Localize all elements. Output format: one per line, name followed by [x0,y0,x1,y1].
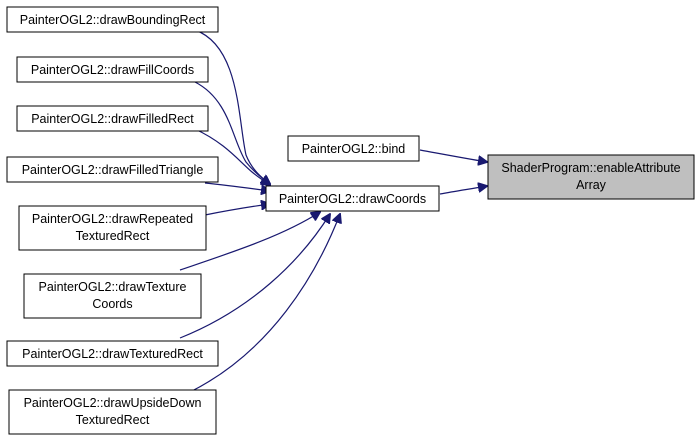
node-drawTextureCoords[interactable]: PainterOGL2::drawTexture Coords [23,273,202,319]
edge-drawTexturedRect-drawCoords [179,214,330,339]
node-label-line-2: Coords [92,297,132,311]
node-drawTexturedRect[interactable]: PainterOGL2::drawTexturedRect [6,340,219,367]
node-label-line-1: PainterOGL2::drawUpsideDown [24,396,202,410]
node-drawUpsideDownTexturedRect[interactable]: PainterOGL2::drawUpsideDown TexturedRect [8,389,217,435]
node-drawCoords[interactable]: PainterOGL2::drawCoords [265,185,440,212]
edge-bind-enableAttributeArray [419,149,487,162]
node-label: PainterOGL2::drawBoundingRect [20,13,206,27]
node-label-line-1: ShaderProgram::enableAttribute [501,161,680,175]
nodes: PainterOGL2::drawBoundingRect PainterOGL… [6,6,695,435]
node-label: PainterOGL2::drawFilledRect [31,112,194,126]
edge-drawTextureCoords-drawCoords [179,212,320,271]
node-label-line-2: TexturedRect [76,229,150,243]
edge-drawCoords-enableAttributeArray [439,186,487,195]
node-drawFilledTriangle[interactable]: PainterOGL2::drawFilledTriangle [6,156,219,183]
node-box [23,273,202,319]
node-label: PainterOGL2::drawFilledTriangle [22,163,204,177]
node-box [16,56,209,83]
node-box [6,340,219,367]
node-box [287,135,420,162]
node-drawBoundingRect[interactable]: PainterOGL2::drawBoundingRect [6,6,219,33]
node-drawFillCoords[interactable]: PainterOGL2::drawFillCoords [16,56,209,83]
node-box [6,6,219,33]
node-label-line-2: Array [576,178,607,192]
node-label-line-1: PainterOGL2::drawRepeated [32,212,193,226]
node-box-highlighted [487,154,695,200]
node-label: PainterOGL2::drawCoords [279,192,426,206]
node-drawRepeatedTexturedRect[interactable]: PainterOGL2::drawRepeated TexturedRect [18,205,207,251]
node-box [265,185,440,212]
edges [179,29,487,393]
node-label-line-1: PainterOGL2::drawTexture [39,280,187,294]
node-enableAttributeArray[interactable]: ShaderProgram::enableAttribute Array [487,154,695,200]
node-box [16,105,209,132]
node-label-line-2: TexturedRect [76,413,150,427]
edge-drawFilledRect-drawCoords [194,128,270,185]
node-drawFilledRect[interactable]: PainterOGL2::drawFilledRect [16,105,209,132]
node-box [18,205,207,251]
edge-drawFilledTriangle-drawCoords [204,182,270,191]
node-bind[interactable]: PainterOGL2::bind [287,135,420,162]
node-label: PainterOGL2::drawTexturedRect [22,347,203,361]
node-box [8,389,217,435]
node-box [6,156,219,183]
node-label: PainterOGL2::drawFillCoords [31,63,194,77]
edge-drawRepeatedTexturedRect-drawCoords [204,204,270,216]
edge-drawUpsideDownTexturedRect-drawCoords [189,214,340,393]
node-label: PainterOGL2::bind [302,142,406,156]
